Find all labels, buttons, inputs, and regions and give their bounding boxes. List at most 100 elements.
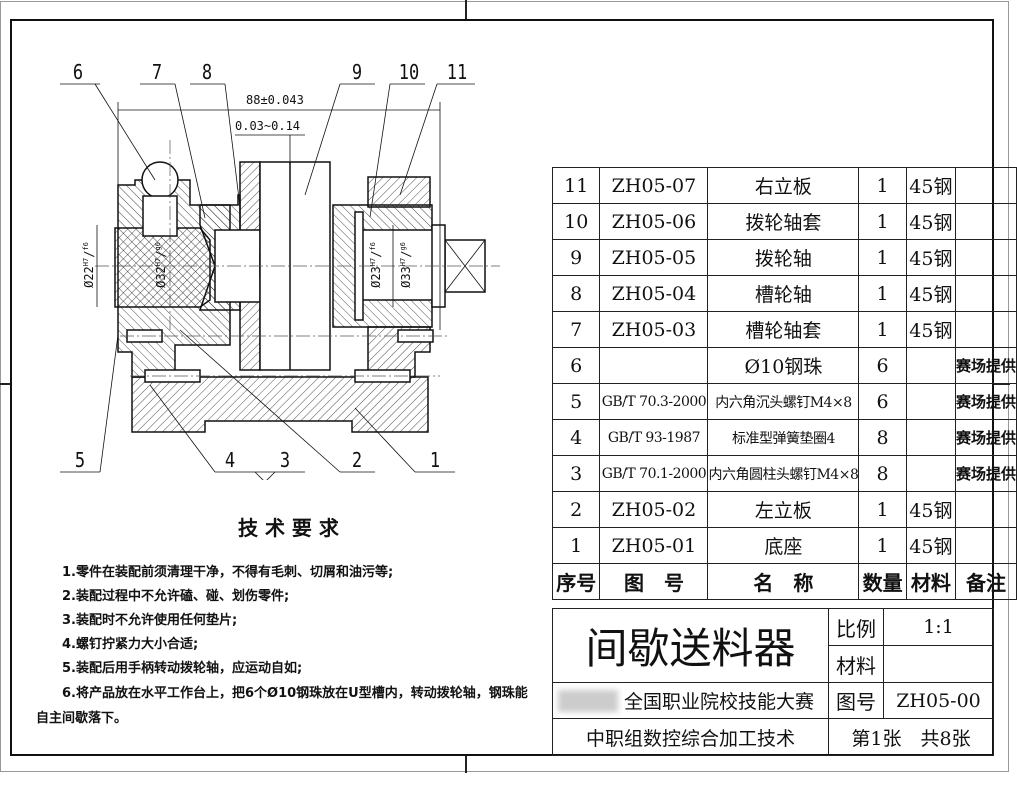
cell-no: 5: [551, 383, 601, 420]
cell-qty: 1: [858, 239, 907, 276]
cell-code: ZH05-02: [599, 491, 709, 528]
cell-name: 内六角圆柱头螺钉M4×8: [707, 455, 860, 492]
cell-code: ZH05-05: [599, 239, 709, 276]
balloon-5: 5: [74, 448, 86, 472]
cell-note: [954, 167, 1017, 204]
tech-requirement-item: 2.装配过程中不允许磕、碰、划伤零件;: [62, 589, 290, 604]
cell-qty: 1: [858, 491, 907, 528]
cell-material: [905, 419, 956, 456]
cell-name: 槽轮轴套: [707, 311, 860, 348]
cell-name: 拨轮轴套: [707, 203, 860, 240]
cell-qty: 1: [858, 311, 907, 348]
balloon-2: 2: [351, 448, 363, 472]
cell-material: [905, 347, 956, 384]
cell-qty: 6: [858, 347, 907, 384]
cell-name: 拨轮轴: [707, 239, 860, 276]
cell-material: 45钢: [905, 311, 956, 348]
balloon-3: 3: [279, 448, 291, 472]
tech-requirement-item: 1.零件在装配前须清理干净，不得有毛刺、切屑和油污等;: [62, 565, 394, 580]
cell-code: ZH05-07: [599, 167, 709, 204]
tech-requirement-item: 5.装配后用手柄转动拨轮轴，应运动自如;: [62, 661, 303, 676]
cell-qty: 1: [858, 527, 907, 564]
cell-code: ZH05-01: [599, 527, 709, 564]
drawing-no-label: 图号: [828, 682, 884, 719]
balloon-6: 6: [72, 60, 84, 84]
fit-dimension-22: Ø22H7/f6: [81, 242, 96, 288]
dimension-overall-length: 88±0.043: [246, 93, 304, 107]
organizer: 全国职业院校技能大赛: [552, 682, 829, 719]
blurred-logo: [557, 689, 618, 712]
header-material: 材料: [905, 563, 956, 600]
cell-note: 赛场提供: [954, 455, 1017, 492]
cell-qty: 8: [858, 419, 907, 456]
cell-code: [599, 347, 709, 384]
cell-no: 11: [551, 167, 601, 204]
header-name: 名 称: [707, 563, 860, 600]
cell-no: 6: [551, 347, 601, 384]
cell-name: 底座: [707, 527, 860, 564]
cell-code: ZH05-03: [599, 311, 709, 348]
cell-material: 45钢: [905, 239, 956, 276]
cell-material: [905, 383, 956, 420]
cell-note: [954, 275, 1017, 312]
cell-note: [954, 239, 1017, 276]
header-code: 图 号: [599, 563, 709, 600]
balloon-10: 10: [398, 60, 420, 84]
cell-note: 赛场提供: [954, 383, 1017, 420]
cell-no: 10: [551, 203, 601, 240]
cell-code: GB/T 93-1987: [599, 419, 709, 456]
cell-no: 2: [551, 491, 601, 528]
assembly-section-view: [60, 83, 500, 480]
cell-name: 槽轮轴: [707, 275, 860, 312]
cell-name: 左立板: [707, 491, 860, 528]
cell-name: 内六角沉头螺钉M4×8: [707, 383, 860, 420]
cell-qty: 1: [858, 203, 907, 240]
cell-no: 8: [551, 275, 601, 312]
balloon-1: 1: [429, 448, 441, 472]
category: 中职组数控综合加工技术: [552, 718, 829, 756]
cell-note: 赛场提供: [954, 347, 1017, 384]
balloon-9: 9: [351, 60, 363, 84]
header-no: 序号: [551, 563, 601, 600]
scale-label: 比例: [828, 608, 884, 646]
part-11-right-plate: [367, 176, 431, 208]
cell-note: [954, 311, 1017, 348]
balloon-8: 8: [201, 60, 213, 84]
material-label: 材料: [828, 645, 884, 683]
fit-dimension-33: Ø33H7/g6: [398, 242, 413, 288]
parts-list-header: 序号 图 号 名 称 数量 材料 备注: [551, 563, 1017, 600]
cell-qty: 1: [858, 275, 907, 312]
tech-requirement-item: 3.装配时不允许使用任何垫片;: [62, 613, 238, 628]
center-mark-top: [465, 0, 467, 19]
cell-name: 右立板: [707, 167, 860, 204]
tech-requirement-item: 6.将产品放在水平工作台上，把6个Ø10钢珠放在U型槽内，转动拨轮轴，钢珠能: [62, 686, 528, 701]
center-mark-left: [0, 383, 10, 385]
balloon-11: 11: [446, 60, 468, 84]
cell-no: 7: [551, 311, 601, 348]
cell-material: [905, 455, 956, 492]
header-note: 备注: [954, 563, 1017, 600]
tech-requirements-title: 技 术 要 求: [238, 516, 339, 540]
cell-material: 45钢: [905, 167, 956, 204]
material-value: [883, 645, 994, 683]
cell-note: [954, 527, 1017, 564]
tech-requirement-item: 自主间歇落下。: [36, 711, 128, 726]
balloon-4: 4: [224, 448, 236, 472]
cell-qty: 6: [858, 383, 907, 420]
cell-note: [954, 203, 1017, 240]
cell-code: GB/T 70.1-2000: [599, 455, 709, 492]
drawing-title: 间歇送料器: [552, 608, 829, 683]
cell-name: Ø10钢珠: [707, 347, 860, 384]
fit-dimension-32: Ø32H7/g6: [153, 242, 168, 288]
cell-material: 45钢: [905, 527, 956, 564]
sheet-number: 第1张 共8张: [828, 718, 994, 756]
tech-requirement-item: 4.螺钉拧紧力大小合适;: [62, 637, 199, 652]
